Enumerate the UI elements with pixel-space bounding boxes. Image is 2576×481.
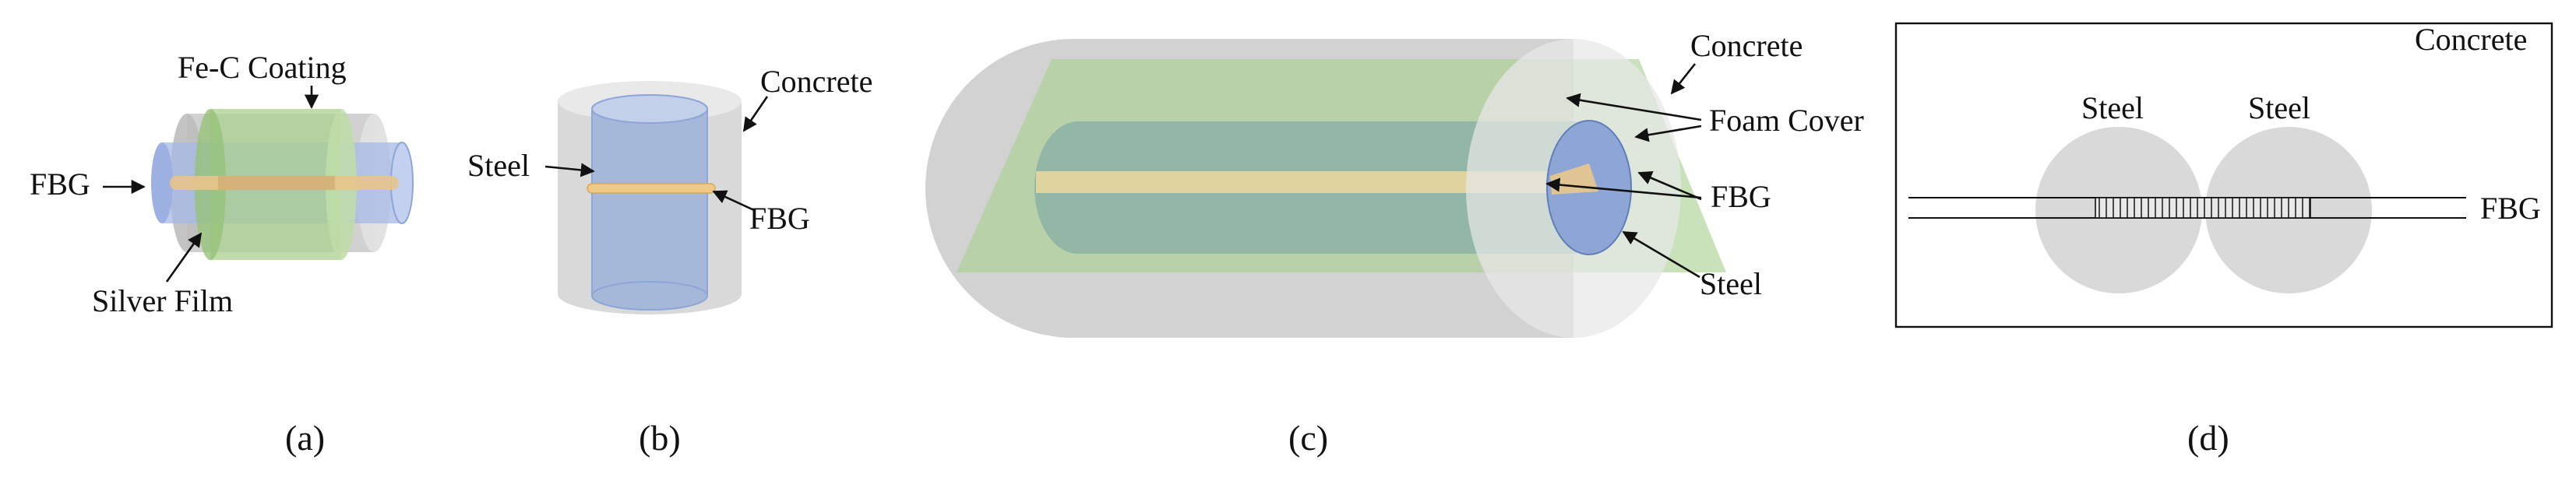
fbg-label-a: FBG [30,167,90,202]
foam-cover-label: Foam Cover [1709,103,1864,138]
caption-c: (c) [1288,418,1328,458]
fbg-fiber [170,176,399,190]
caption-a: (a) [285,418,325,458]
fbg-grating [2095,197,2311,219]
panel-a: Fe-C Coating FBG Silver Film (a) [30,50,414,458]
fbg-fiber-b [587,183,716,194]
fbg-label-c: FBG [1711,179,1771,214]
panel-c: Concrete Foam Cover FBG Steel (c) [925,28,1864,458]
steel-label-b: Steel [467,148,530,183]
caption-b: (b) [639,418,681,458]
steel-label-left-d: Steel [2081,90,2144,125]
steel-cylinder-b [591,94,708,311]
caption-d: (d) [2187,418,2229,458]
concrete-label-d: Concrete [2415,22,2527,57]
fbg-label-d: FBG [2480,191,2541,226]
fe-c-coating-label: Fe-C Coating [178,50,347,85]
concrete-label-b: Concrete [760,64,872,99]
fbg-label-b: FBG [749,201,810,236]
steel-label-right-d: Steel [2248,90,2310,125]
panel-d: Concrete Steel Steel FBG (d) [1894,22,2553,458]
steel-label-c: Steel [1700,266,1762,301]
panel-b: Concrete Steel FBG (b) [467,64,872,458]
silver-film-label: Silver Film [92,283,233,318]
concrete-label-c: Concrete [1690,28,1802,63]
